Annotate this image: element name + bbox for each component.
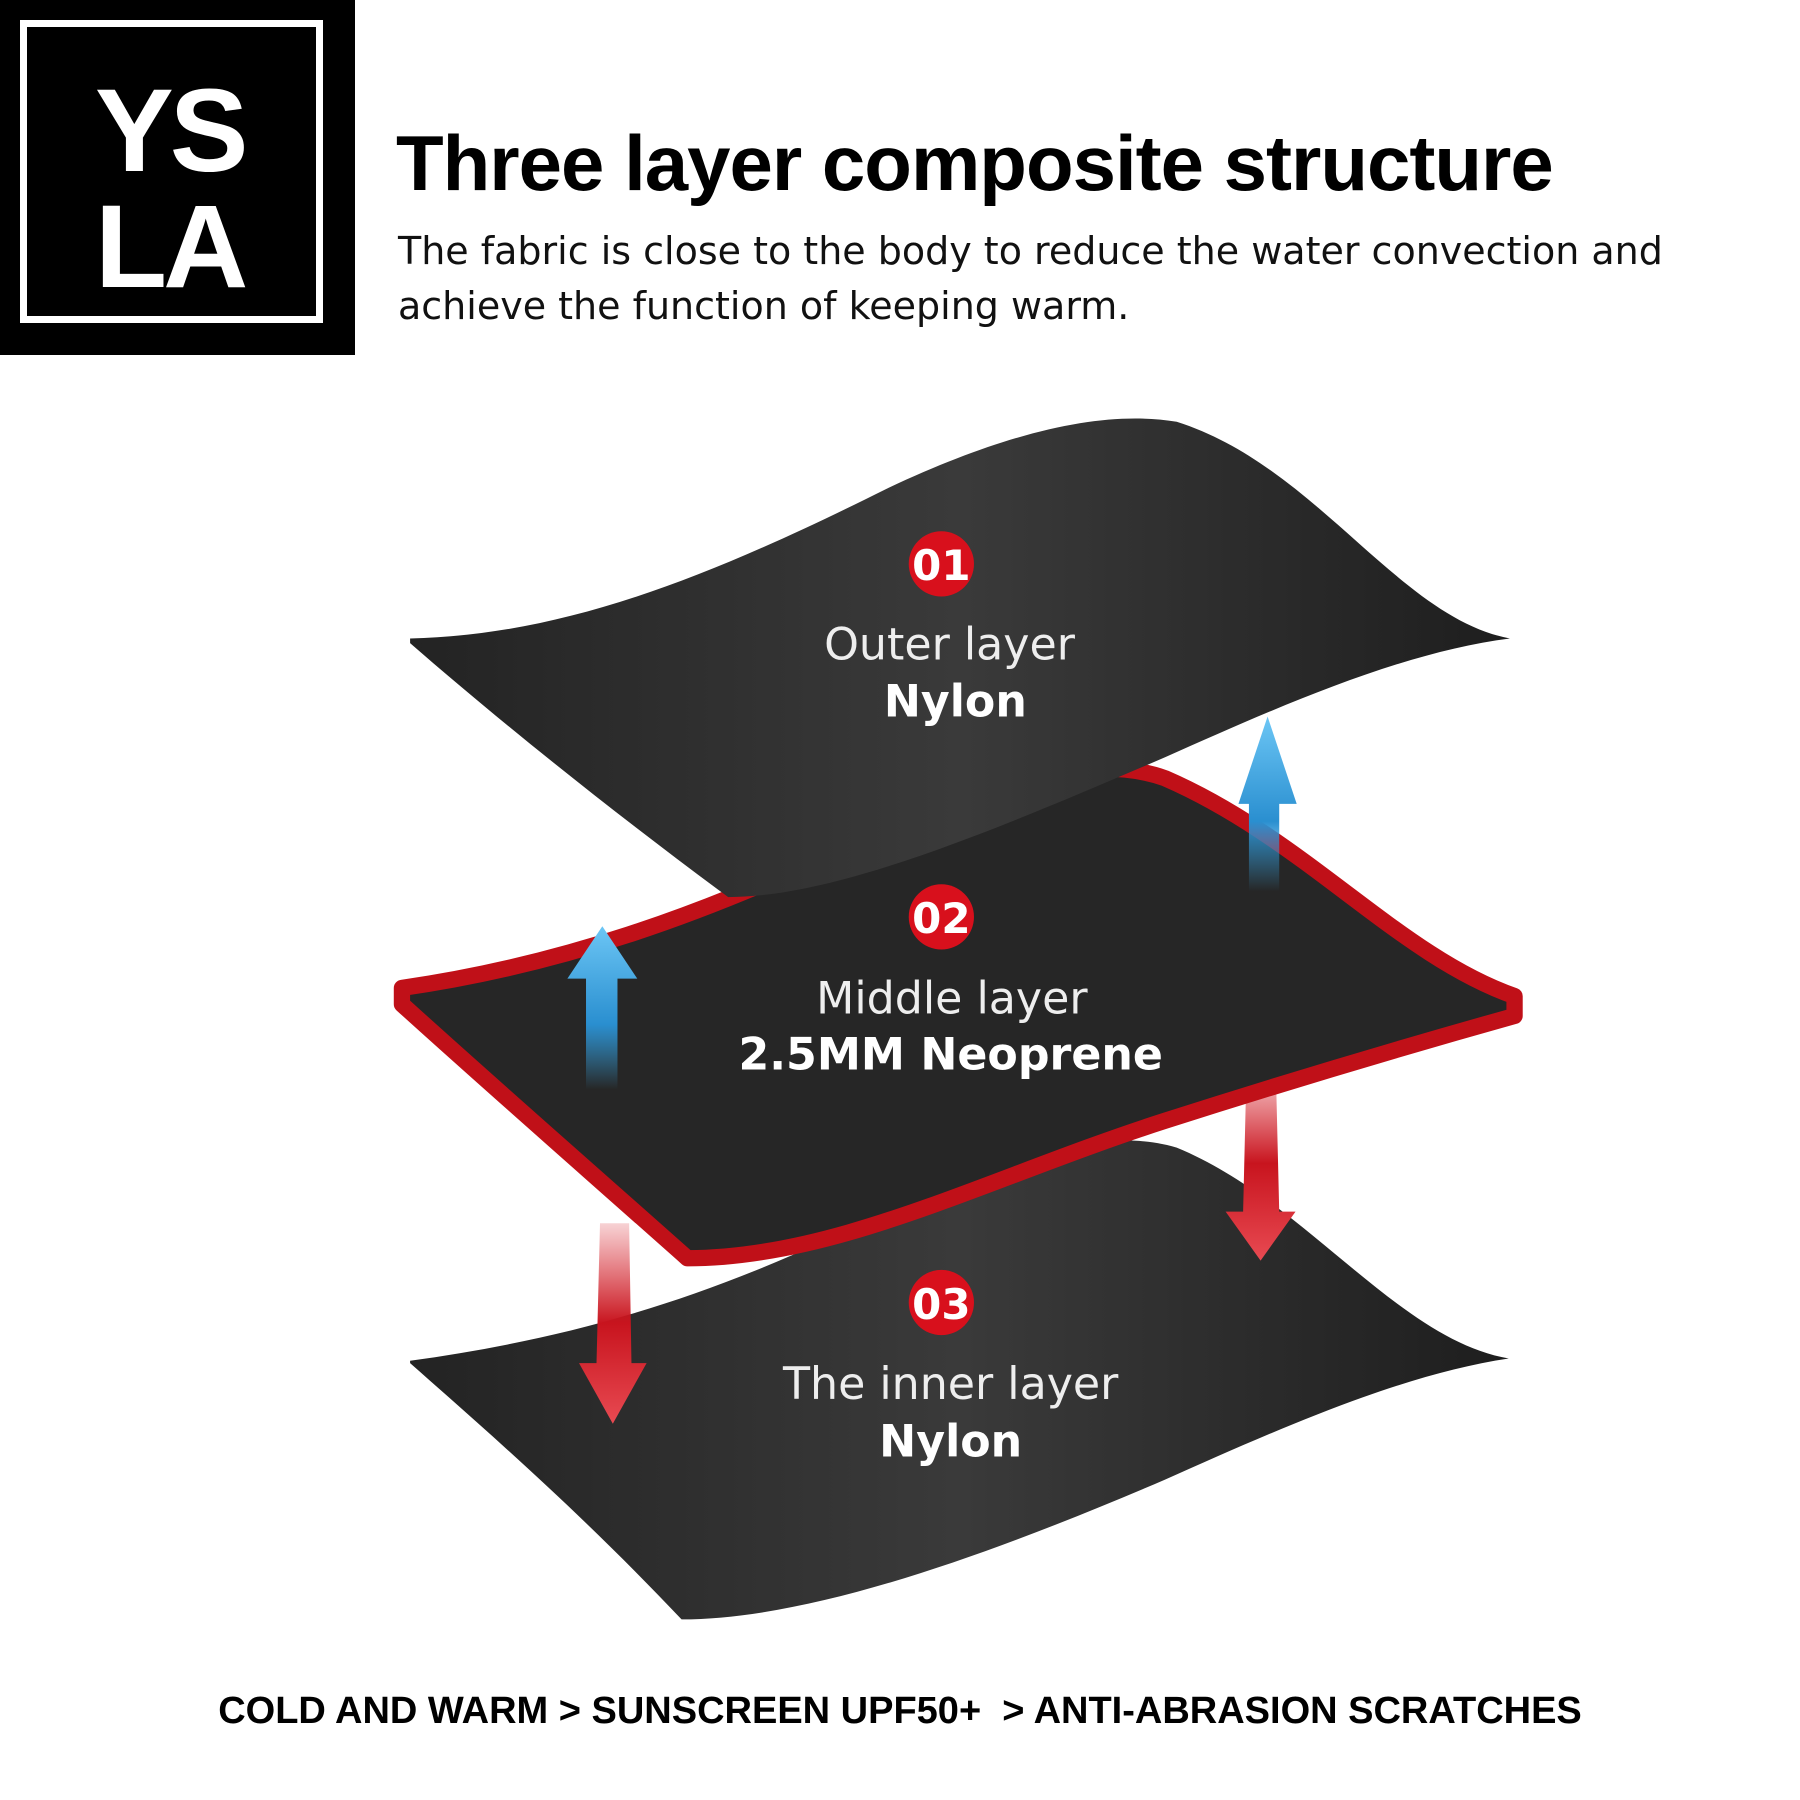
layer-number: 01	[912, 541, 970, 590]
layer-name: The inner layer	[782, 1359, 1119, 1410]
brand-logo: YS LA	[0, 0, 355, 355]
layer-number: 02	[912, 894, 970, 943]
layer-material: 2.5MM Neoprene	[738, 1030, 1162, 1081]
logo-line-2: LA	[95, 181, 248, 313]
layer-number: 03	[912, 1280, 970, 1329]
outer-layer-fabric	[410, 418, 1510, 898]
layer-name: Outer layer	[824, 619, 1076, 670]
arrow-up-left-icon	[567, 926, 638, 1090]
layer-number-badge	[908, 884, 974, 950]
layer-material: Nylon	[884, 677, 1027, 728]
arrow-down-right-icon	[1225, 1066, 1296, 1261]
layer-2-label: 02 Middle layer 2.5MM Neoprene	[738, 884, 1163, 1081]
page-title: Three layer composite structure	[396, 119, 1554, 207]
layer-number-badge	[908, 1269, 974, 1336]
layer-name: Middle layer	[816, 974, 1088, 1025]
layer-3-label: 03 The inner layer Nylon	[782, 1269, 1119, 1467]
logo-frame	[20, 20, 323, 323]
page-subtitle: The fabric is close to the body to reduc…	[398, 229, 1663, 328]
inner-layer-fabric	[410, 1140, 1509, 1620]
arrow-down-left-icon	[579, 1223, 647, 1424]
layer-1-label: 01 Outer layer Nylon	[824, 531, 1076, 728]
logo-line-1: YS	[95, 65, 248, 197]
layer-material: Nylon	[879, 1416, 1022, 1467]
feature-list: COLD AND WARM > SUNSCREEN UPF50+ > ANTI-…	[218, 1690, 1582, 1732]
layer-number-badge	[908, 531, 974, 597]
arrow-up-right-icon	[1238, 716, 1297, 892]
